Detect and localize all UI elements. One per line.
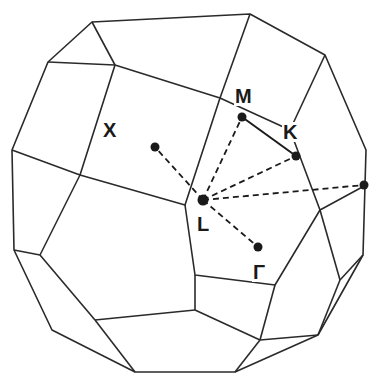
point-label: K	[282, 122, 298, 142]
point-label: L	[196, 214, 210, 234]
point-dot	[360, 181, 369, 190]
point-dot	[238, 113, 247, 122]
face-edge	[40, 255, 95, 320]
point-dot	[292, 152, 301, 161]
point-label: Γ	[252, 262, 266, 282]
face-edge	[194, 275, 196, 310]
face-edge	[260, 285, 275, 340]
point-dot	[151, 143, 160, 152]
point-label: X	[102, 120, 117, 140]
face-edge	[92, 22, 115, 65]
face-edge	[320, 210, 340, 280]
face-edge	[95, 310, 195, 320]
dashed-line	[203, 185, 364, 200]
face-edge	[48, 62, 115, 65]
point-dot	[254, 243, 263, 252]
zone-outline	[12, 14, 366, 372]
dashed-line	[203, 200, 258, 247]
dashed-line	[203, 117, 242, 200]
symmetry-points	[151, 113, 369, 252]
face-edge	[290, 55, 325, 130]
face-edge	[235, 340, 260, 372]
hexagon-face	[185, 98, 320, 285]
face-edge	[95, 320, 135, 372]
symmetry-lines	[155, 117, 364, 247]
face-edge	[14, 250, 40, 255]
polyhedron-edges	[12, 14, 366, 372]
face-edge	[260, 335, 318, 340]
face-edge	[318, 280, 340, 335]
face-edge	[340, 255, 363, 280]
square-face	[80, 65, 220, 205]
face-edge	[12, 150, 80, 175]
point-dot	[198, 195, 209, 206]
point-label: M	[234, 86, 253, 106]
face-edge	[40, 175, 80, 255]
dashed-line	[203, 156, 296, 200]
face-edge	[195, 310, 260, 340]
dashed-line	[155, 147, 203, 200]
